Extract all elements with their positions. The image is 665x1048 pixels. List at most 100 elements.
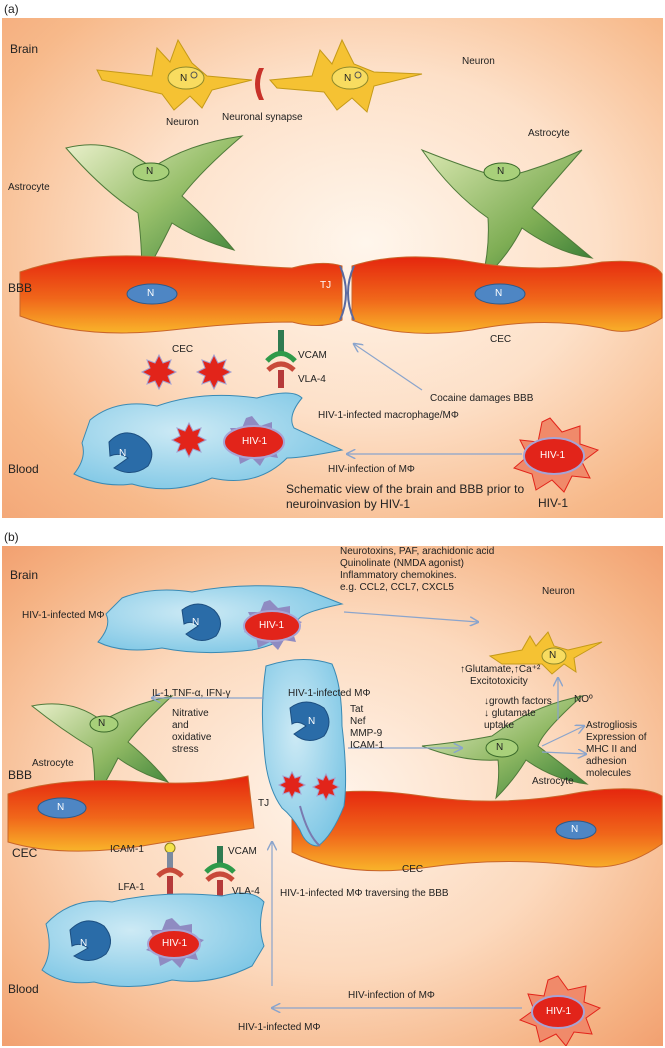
cocaine-label: Cocaine damages BBB bbox=[430, 393, 534, 404]
panel-a-diagram bbox=[19, 38, 663, 493]
tight-junction bbox=[339, 265, 355, 321]
infection-label: HIV-infection of MΦ bbox=[328, 464, 415, 475]
mphi-mid-label: HIV-1-infected MΦ bbox=[288, 688, 371, 699]
hiv-top-label: HIV-1 bbox=[259, 620, 285, 631]
macrophage-nucleus bbox=[108, 432, 153, 473]
hiv-caption-label: HIV-1 bbox=[538, 496, 569, 510]
bbb-label-b: BBB bbox=[8, 768, 33, 782]
cec-left-b-label: CEC bbox=[12, 846, 38, 860]
neuron-nucleus-b: N bbox=[549, 650, 557, 661]
panel-b: Brain HIV-1-infected MΦ HIV-1 N Neurotox… bbox=[2, 546, 663, 1046]
neuron-label-b: Neuron bbox=[542, 586, 575, 597]
astrocyte-left-b-shape bbox=[30, 695, 174, 803]
astrocyte-left-shape bbox=[65, 135, 244, 282]
vla4-label: VLA-4 bbox=[298, 374, 326, 385]
astrogliosis-arrow-1 bbox=[541, 726, 584, 747]
infection-label-b: HIV-infection of MΦ bbox=[348, 990, 435, 1001]
cec-right-b-nucleus bbox=[555, 820, 597, 840]
neuron-left-nucleus: N bbox=[180, 73, 188, 84]
budding-virions bbox=[140, 353, 233, 459]
vcam-vla4-receptor-b bbox=[204, 846, 236, 896]
panel-a-tag: (a) bbox=[4, 2, 19, 16]
cec-left-label: CEC bbox=[172, 344, 194, 355]
hiv-free-virus bbox=[513, 417, 600, 493]
bbb-label: BBB bbox=[8, 281, 33, 295]
brain-label-b: Brain bbox=[10, 568, 39, 582]
nitrative-label: Nitrative and oxidative stress bbox=[172, 708, 212, 755]
cec-right-b-shape bbox=[291, 788, 663, 872]
astrocyte-right-b-label: Astrocyte bbox=[532, 776, 574, 787]
blood-label-b: Blood bbox=[8, 982, 39, 996]
cec-right-b-nucleus-label: N bbox=[571, 824, 579, 835]
astrocyte-left-label: Astrocyte bbox=[8, 182, 50, 193]
lfa1-label: LFA-1 bbox=[118, 882, 145, 893]
neuron-right-nucleus: N bbox=[344, 73, 352, 84]
cec-left-shape bbox=[19, 255, 343, 334]
neurotoxins-label: Neurotoxins, PAF, arachidonic acid Quino… bbox=[340, 546, 495, 593]
panel-b-tag: (b) bbox=[4, 530, 19, 544]
astrocyte-right-label: Astrocyte bbox=[528, 128, 570, 139]
cec-right-nucleus-label: N bbox=[495, 288, 503, 299]
hiv-bottom-shape bbox=[146, 918, 204, 968]
no-label: NOº bbox=[574, 694, 593, 705]
traversing-virions bbox=[277, 770, 341, 802]
mphi-top-nucleus-label: N bbox=[192, 617, 200, 628]
vcam-label-b: VCAM bbox=[228, 846, 257, 857]
macrophage-traversing-nucleus bbox=[289, 701, 330, 741]
hiv-virus-label: HIV-1 bbox=[540, 450, 566, 461]
panel-a: Brain Neuron Neuron Neuronal synapse N N… bbox=[2, 18, 663, 518]
macrophage-label: HIV-1-infected macrophage/MΦ bbox=[318, 410, 459, 421]
astrocyte-right-shape bbox=[420, 148, 594, 282]
hiv-inside-label: HIV-1 bbox=[242, 436, 268, 447]
traversing-label: HIV-1-infected MΦ traversing the BBB bbox=[280, 888, 449, 899]
synapse-mark bbox=[255, 68, 264, 100]
icam1-lfa1-receptor bbox=[156, 842, 184, 894]
neuron-left-shape bbox=[96, 38, 253, 111]
cec-left-nucleus bbox=[126, 283, 178, 305]
cec-left-nucleus-label: N bbox=[147, 288, 155, 299]
cec-left-b-nucleus bbox=[37, 797, 87, 819]
macrophage-traversing-shape bbox=[261, 658, 347, 847]
growth-label: ↓growth factors ↓ glutamate uptake bbox=[484, 696, 552, 731]
macrophage-bottom-nucleus bbox=[69, 920, 111, 961]
macrophage-top-nucleus bbox=[181, 603, 221, 641]
astrocyte-right-b-shape bbox=[421, 695, 589, 800]
factors-label: Tat Nef MMP-9 ICAM-1 bbox=[350, 704, 384, 751]
astrocyte-right-nucleus: N bbox=[497, 166, 505, 177]
hiv-bottom-label: HIV-1 bbox=[162, 938, 188, 949]
neurotoxin-arrow bbox=[343, 611, 478, 622]
vla4-label-b: VLA-4 bbox=[232, 886, 260, 897]
synapse-label: Neuronal synapse bbox=[222, 112, 303, 123]
cec-right-b-label: CEC bbox=[402, 864, 424, 875]
hiv-virus-b-label: HIV-1 bbox=[546, 1006, 572, 1017]
cytokines-label: IL-1,TNF-α, IFN-γ bbox=[152, 688, 231, 699]
tj-label: TJ bbox=[320, 280, 332, 291]
glutamate-label: ↑Glutamate,↑Ca⁺² bbox=[460, 664, 541, 675]
astrocyte-left-b-label: Astrocyte bbox=[32, 758, 74, 769]
cec-left-b-shape bbox=[7, 775, 255, 852]
traversing-nucleus-label: N bbox=[308, 716, 316, 727]
mphi-bottom-nucleus-label: N bbox=[80, 938, 88, 949]
hiv-inside-macrophage bbox=[223, 416, 285, 466]
caption: Schematic view of the brain and BBB prio… bbox=[286, 482, 525, 511]
icam1-label: ICAM-1 bbox=[110, 844, 144, 855]
cec-left-b-nucleus-label: N bbox=[57, 802, 65, 813]
tj-label-b: TJ bbox=[258, 798, 270, 809]
vcam-label: VCAM bbox=[298, 350, 327, 361]
excitotoxicity-label: Excitotoxicity bbox=[470, 676, 528, 687]
astrocyte-left-b-nucleus-label: N bbox=[98, 718, 106, 729]
hiv-free-virus-b bbox=[518, 975, 602, 1046]
cec-right-label: CEC bbox=[490, 334, 512, 345]
astrocyte-right-b-nucleus-label: N bbox=[496, 742, 504, 753]
neuron-right-label: Neuron bbox=[462, 56, 495, 67]
astrogliosis-label: Astrogliosis Expression of MHC II and ad… bbox=[586, 720, 647, 779]
cec-right-nucleus bbox=[474, 283, 526, 305]
astrocyte-left-nucleus: N bbox=[146, 166, 154, 177]
neuron-right-shape bbox=[268, 38, 423, 113]
cocaine-arrow bbox=[354, 344, 423, 391]
brain-label: Brain bbox=[10, 42, 39, 56]
panel-b-diagram bbox=[7, 585, 663, 1046]
mphi-bottom-label: HIV-1-infected MΦ bbox=[238, 1022, 321, 1033]
blood-label: Blood bbox=[8, 462, 39, 476]
neuron-left-label: Neuron bbox=[166, 117, 199, 128]
